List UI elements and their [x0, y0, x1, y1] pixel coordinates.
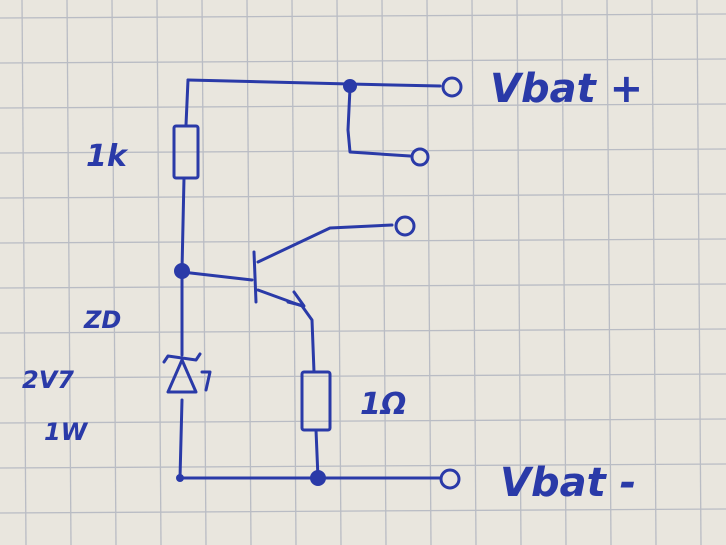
- grid-line-vertical: [111, 0, 117, 545]
- grid-line-vertical: [66, 0, 72, 545]
- junction-top: [343, 79, 357, 93]
- grid-line-vertical: [336, 0, 342, 545]
- zener-diode: [162, 352, 212, 394]
- label-resistor-1k: 1k: [86, 139, 129, 174]
- grid-line-vertical: [21, 0, 27, 545]
- terminal-collector: [394, 215, 416, 237]
- grid-line-horizontal: [0, 103, 726, 109]
- grid-line-horizontal: [0, 508, 726, 514]
- grid-line-horizontal: [0, 238, 726, 244]
- npn-transistor: [252, 250, 306, 308]
- grid-line-horizontal: [0, 148, 726, 154]
- base-wire: [180, 270, 254, 282]
- grid-line-vertical: [291, 0, 297, 545]
- resistor-1-ohm: [300, 370, 332, 432]
- grid-line-horizontal: [0, 418, 726, 424]
- junction-bottom: [310, 470, 326, 486]
- junction-left-bottom: [176, 474, 184, 482]
- label-zener-power: 1W: [44, 418, 89, 446]
- terminal-vbat-plus: [441, 76, 463, 98]
- top-wire: [186, 78, 442, 88]
- grid-line-horizontal: [0, 193, 726, 199]
- label-vbat-plus: Vbat +: [490, 66, 643, 112]
- label-zener-name: ZD: [83, 306, 121, 334]
- grid-line-horizontal: [0, 328, 726, 334]
- label-zener-voltage: 2V7: [22, 366, 74, 394]
- label-vbat-minus: Vbat -: [500, 460, 636, 506]
- zener-bar: [162, 352, 202, 364]
- left-wire-top: [184, 78, 190, 127]
- grid-line-vertical: [516, 0, 522, 545]
- grid-line-vertical: [471, 0, 477, 545]
- emitter-wire-bottom: [314, 428, 320, 480]
- grid-line-horizontal: [0, 283, 726, 289]
- junction-base: [174, 263, 190, 279]
- jumper-wire: [346, 86, 412, 158]
- zener-triangle: [166, 358, 198, 394]
- grid-line-vertical: [156, 0, 162, 545]
- grid-line-vertical: [606, 0, 612, 545]
- grid-line-vertical: [426, 0, 432, 545]
- grid-line-vertical: [201, 0, 207, 545]
- emitter-arrow: [286, 290, 306, 308]
- grid-line-horizontal: [0, 373, 726, 379]
- grid-line-vertical: [246, 0, 252, 545]
- terminal-switch: [410, 147, 430, 167]
- emitter-lead: [256, 288, 316, 374]
- grid-line-vertical: [561, 0, 567, 545]
- terminal-vbat-minus: [439, 468, 461, 490]
- grid-line-horizontal: [0, 463, 726, 469]
- zener-mark: [200, 370, 212, 392]
- transistor-base-bar: [252, 250, 258, 304]
- left-wire-zener-bottom: [178, 398, 184, 480]
- grid-line-horizontal: [0, 13, 726, 19]
- resistor-1k: [172, 124, 200, 180]
- left-wire-mid: [180, 176, 186, 272]
- collector-lead: [256, 223, 394, 264]
- grid-line-vertical: [381, 0, 387, 545]
- label-resistor-1-ohm: 1Ω: [360, 387, 406, 422]
- grid-line-vertical: [696, 0, 702, 545]
- grid-line-vertical: [651, 0, 657, 545]
- grid-line-horizontal: [0, 58, 726, 64]
